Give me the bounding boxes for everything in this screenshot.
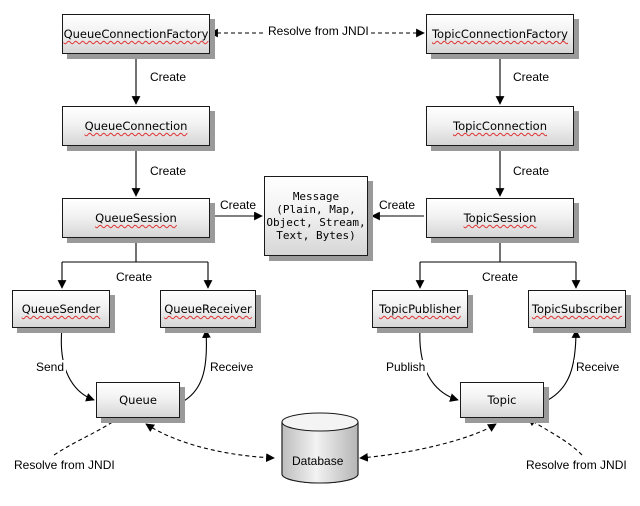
topic-connection-box: TopicConnection [426,106,574,146]
receive-left-label: Receive [208,360,256,374]
resolve-bottom-left-label: Resolve from JNDI [12,458,117,472]
receive-right-label: Receive [574,360,622,374]
create-qcf-label: Create [148,70,189,84]
queue-database-arrow [145,423,275,463]
receive-right-arrow [543,329,581,403]
create-queue-split-label: Create [114,270,155,284]
queue-session-label: QueueSession [95,211,177,225]
queue-connection-box: QueueConnection [62,106,210,146]
publish-arrow [419,327,459,402]
create-tcf-label: Create [511,70,552,84]
queue-box: Queue [96,382,180,418]
send-arrow [60,327,95,402]
queue-connection-factory-box: QueueConnectionFactory [62,14,210,54]
create-message-left-label: Create [218,198,259,212]
resolve-bottom-right-label: Resolve from JNDI [524,458,629,472]
database-cylinder [281,412,359,484]
topic-connection-label: TopicConnection [453,119,547,133]
topic-box: Topic [460,382,544,418]
create-tc-label: Create [511,164,552,178]
topic-subscriber-box: TopicSubscriber [528,290,626,328]
queue-label: Queue [119,393,157,407]
topic-connection-factory-box: TopicConnectionFactory [426,14,574,54]
topic-publisher-box: TopicPublisher [372,290,468,328]
receive-left-arrow [181,329,211,403]
queue-connection-label: QueueConnection [84,119,188,133]
send-label: Send [34,360,67,374]
queue-receiver-box: QueueReceiver [160,290,256,328]
create-message-right-label: Create [377,198,418,212]
topic-label: Topic [487,393,517,407]
topic-connection-factory-label: TopicConnectionFactory [431,27,568,41]
topic-database-arrow [359,423,497,462]
resolve-right-arrow [527,417,583,456]
topic-session-label: TopicSession [463,211,537,225]
ts-split-line [420,239,576,263]
database-label: Database [292,454,344,468]
topic-session-box: TopicSession [426,198,574,238]
queue-receiver-label: QueueReceiver [164,302,252,316]
topic-subscriber-label: TopicSubscriber [531,302,623,316]
resolve-left-arrow [53,413,125,456]
create-topic-split-label: Create [480,270,521,284]
queue-session-box: QueueSession [62,198,210,238]
message-box: Message (Plain, Map, Object, Stream, Tex… [264,176,368,256]
create-qc-label: Create [148,164,189,178]
queue-connection-factory-label: QueueConnectionFactory [63,27,209,41]
publish-label: Publish [384,360,428,374]
queue-sender-box: QueueSender [12,290,110,328]
resolve-top-label: Resolve from JNDI [266,24,371,38]
queue-sender-label: QueueSender [21,302,101,316]
topic-publisher-label: TopicPublisher [379,302,461,316]
qs-split-line [62,239,208,263]
